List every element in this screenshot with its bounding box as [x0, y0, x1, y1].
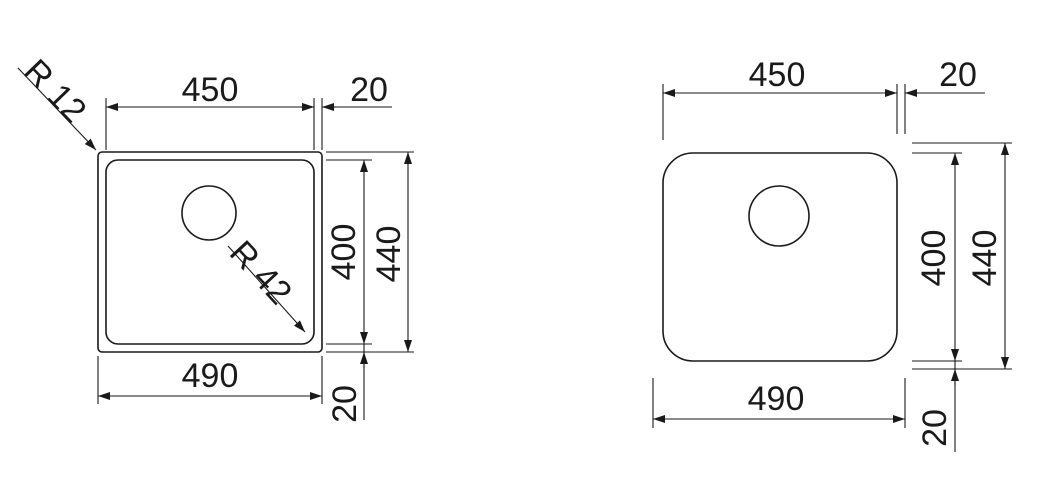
right-outer-height-label: 440	[966, 230, 1004, 287]
left-top-width-label: 450	[182, 71, 239, 109]
left-bottom-width-label: 490	[182, 357, 239, 395]
left-outer-height-label: 440	[370, 226, 408, 283]
left-inner-bowl	[105, 159, 315, 345]
left-bowl-radius-leader	[227, 245, 306, 333]
right-sink-outline	[662, 152, 898, 362]
left-drain-circle	[181, 185, 237, 241]
left-bowl-radius-label: R 42	[222, 234, 299, 312]
left-inner-height-label: 400	[325, 224, 363, 281]
right-top-width-label: 450	[749, 56, 806, 94]
right-top-offset-label: 20	[939, 56, 977, 94]
left-bottom-offset-label: 20	[326, 385, 364, 423]
left-sink-view: 450 20 R 12 R 42 400 440 490 20	[16, 52, 414, 423]
left-top-offset-label: 20	[350, 71, 388, 109]
right-inner-height-label: 400	[915, 230, 953, 287]
left-corner-radius-label: R 12	[16, 52, 93, 130]
left-outer-rim	[97, 151, 323, 353]
right-bottom-width-label: 490	[748, 380, 805, 418]
right-drain-circle	[748, 185, 810, 247]
left-corner-radius-leader	[17, 67, 97, 151]
right-sink-view: 450 20 400 440 490 20	[652, 56, 1012, 452]
right-bottom-offset-label: 20	[916, 409, 954, 447]
